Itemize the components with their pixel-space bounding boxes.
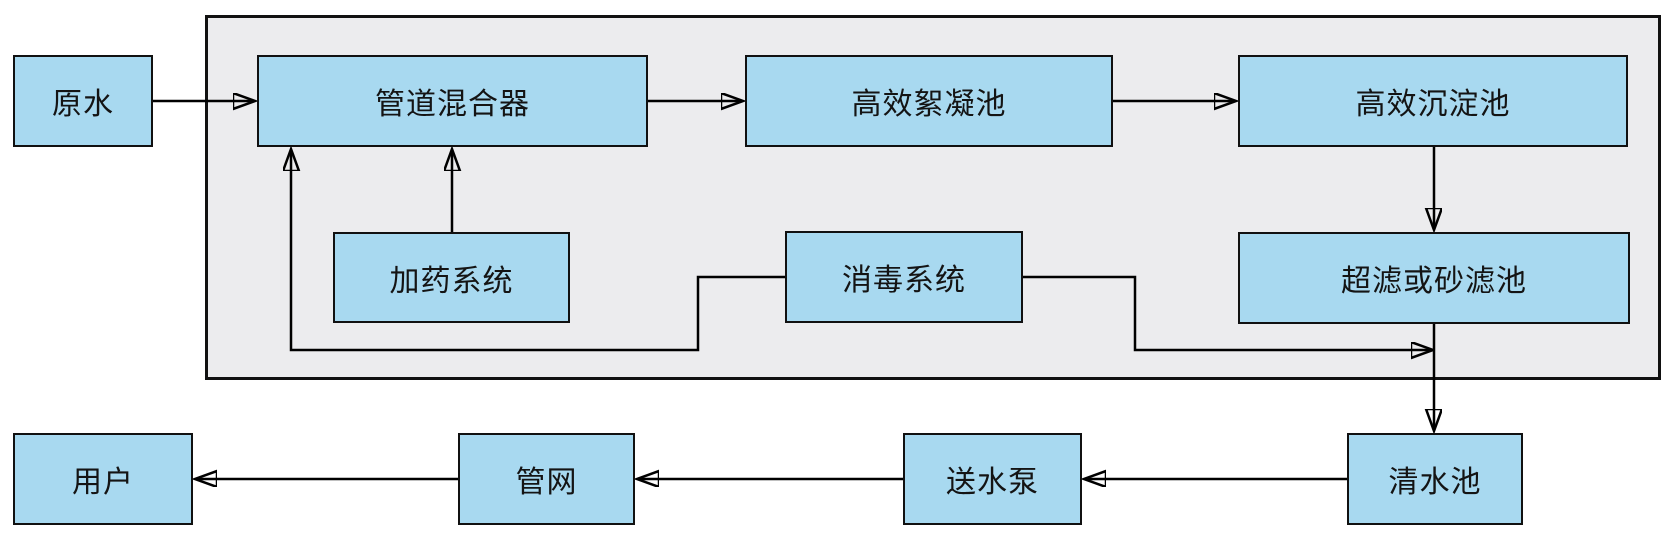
- node-clear-water-tank: 清水池: [1347, 433, 1523, 525]
- node-disinfection-system: 消毒系统: [785, 231, 1023, 323]
- node-flocculation-tank-label: 高效絮凝池: [851, 88, 1007, 121]
- node-dosing-system-label: 加药系统: [389, 264, 514, 298]
- node-pipe-mixer: 管道混合器: [257, 55, 648, 147]
- node-water-pump-label: 送水泵: [946, 466, 1039, 499]
- node-dosing-system: 加药系统: [333, 232, 570, 323]
- node-clear-water-tank-label: 清水池: [1388, 466, 1482, 499]
- node-pipe-mixer-label: 管道混合器: [375, 88, 530, 121]
- node-filter-tank-label: 超滤或砂滤池: [1341, 265, 1527, 298]
- node-water-pump: 送水泵: [903, 433, 1082, 525]
- node-disinfection-system-label: 消毒系统: [842, 264, 966, 297]
- node-users-label: 用户: [72, 466, 134, 499]
- node-pipe-network: 管网: [458, 433, 635, 525]
- node-pipe-network-label: 管网: [515, 466, 578, 499]
- node-sedimentation-tank-label: 高效沉淀池: [1355, 88, 1511, 121]
- node-raw-water: 原水: [13, 55, 153, 147]
- node-sedimentation-tank: 高效沉淀池: [1238, 55, 1628, 147]
- node-flocculation-tank: 高效絮凝池: [745, 55, 1113, 147]
- node-users: 用户: [13, 433, 193, 525]
- node-raw-water-label: 原水: [52, 88, 114, 121]
- node-filter-tank: 超滤或砂滤池: [1238, 232, 1630, 324]
